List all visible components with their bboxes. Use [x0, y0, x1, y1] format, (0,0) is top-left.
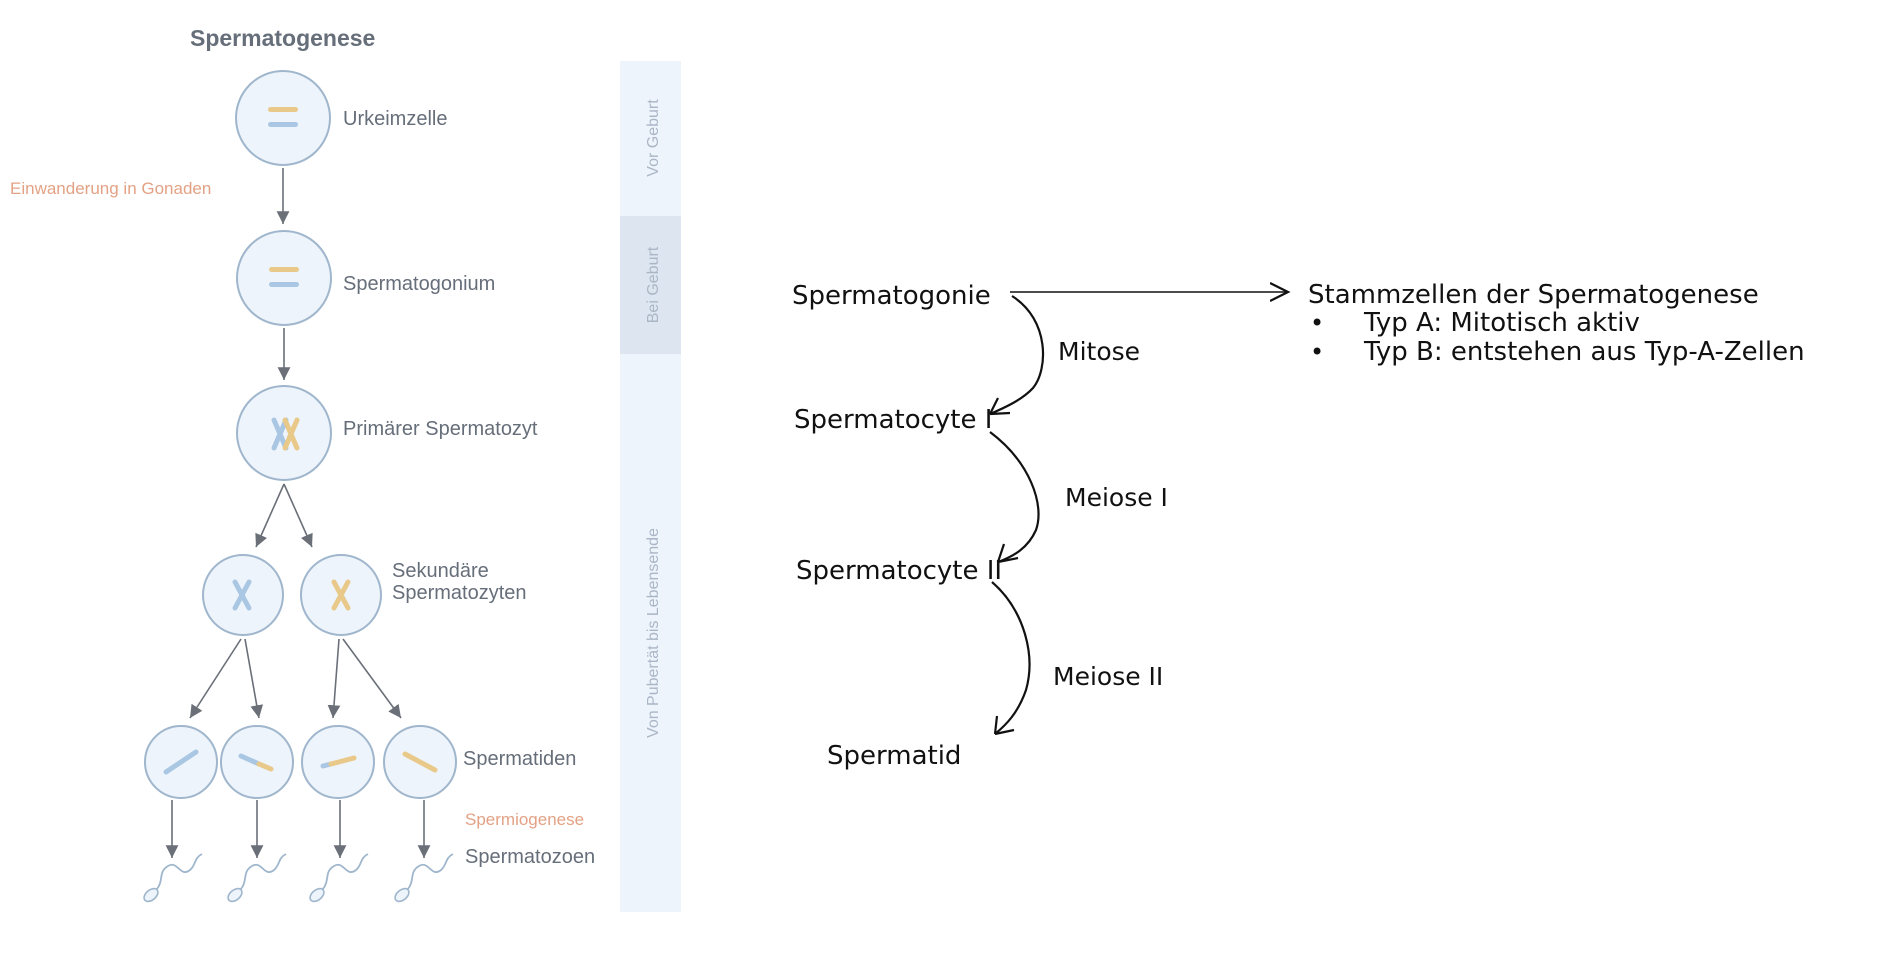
bullet-typ-b: Typ B: entstehen aus Typ-A-Zellen: [1363, 337, 1805, 367]
timeline-segment-bei-geburt: [620, 216, 681, 354]
arrow-sek1-to-spermatide-1: [189, 638, 242, 719]
bullet-glyph-b: •: [1310, 338, 1324, 366]
cell-urkeimzelle: [235, 70, 331, 166]
chromosome-yellow: [268, 107, 298, 112]
arrowhead-mitose: [989, 397, 1011, 416]
arrow-sek1-to-spermatide-2: [244, 638, 264, 719]
spermatozoon-4: [394, 853, 454, 903]
arrowhead-meiose-1: [996, 543, 1019, 564]
arrow-sek2-to-spermatide-3: [327, 638, 341, 719]
arrowhead-meiose-2: [993, 715, 1015, 736]
timeline-band: Vor Geburt Bei Geburt Von Pubertät bis L…: [620, 61, 681, 912]
note-mitose: Mitose: [1058, 337, 1140, 366]
timeline-segment-pubertaet: [620, 354, 681, 912]
note-spermatocyte-2: Spermatocyte II: [796, 556, 1002, 586]
label-urkeimzelle: Urkeimzelle: [343, 108, 447, 130]
bullet-glyph-a: •: [1310, 309, 1324, 337]
cell-spermatide-2: [220, 725, 294, 799]
timeline-label-vor-geburt: Vor Geburt: [645, 99, 662, 177]
note-meiose-1: Meiose I: [1065, 483, 1168, 512]
label-primaerer-spermatozyt: Primärer Spermatozyt: [343, 418, 538, 440]
timeline-label-pubertaet: Von Pubertät bis Lebensende: [645, 528, 662, 738]
chromosome-blue: [269, 282, 299, 287]
cell-spermatogonium: [236, 230, 332, 326]
curve-meiose-2: [991, 581, 1031, 735]
note-spermatocyte-1: Spermatocyte I: [794, 405, 992, 435]
spermatozoon-3: [309, 853, 369, 903]
spermatozoon-2: [227, 853, 287, 903]
cell-sekundaerer-spermatozyt-1: [202, 554, 284, 636]
cell-spermatide-1: [144, 725, 218, 799]
chromosome-yellow: [269, 267, 299, 272]
cell-spermatide-3: [301, 725, 375, 799]
curve-mitose: [989, 295, 1045, 416]
chromosome-blue: [268, 122, 298, 127]
label-sekundaere-line1: Sekundäre: [392, 560, 489, 582]
curve-meiose-1: [989, 431, 1040, 564]
note-stammzellen: Stammzellen der Spermatogenese: [1308, 280, 1759, 310]
bullet-typ-a: Typ A: Mitotisch aktiv: [1363, 308, 1640, 338]
note-spermatogonie: Spermatogonie: [792, 281, 991, 311]
note-spermatid: Spermatid: [827, 741, 961, 771]
diagram-title: Spermatogenese: [190, 25, 375, 51]
arrow-primaer-to-sekundaer-left: [255, 483, 285, 548]
cell-sekundaerer-spermatozyt-2: [300, 554, 382, 636]
label-spermatogonium: Spermatogonium: [343, 273, 495, 295]
timeline-label-bei-geburt: Bei Geburt: [645, 246, 662, 323]
label-einwanderung: Einwanderung in Gonaden: [10, 179, 211, 198]
label-spermatozoen: Spermatozoen: [465, 846, 595, 868]
label-sekundaere-line2: Spermatozyten: [392, 582, 527, 604]
cell-spermatide-4: [383, 725, 457, 799]
arrow-sek2-to-spermatide-4: [342, 638, 402, 719]
label-spermiogenese: Spermiogenese: [465, 810, 584, 829]
cell-primaerer-spermatozyt: [236, 385, 332, 481]
arrow-primaer-to-sekundaer-right: [283, 483, 313, 548]
note-meiose-2: Meiose II: [1053, 662, 1163, 691]
chromosome-blue: [271, 417, 289, 451]
label-spermatiden: Spermatiden: [463, 748, 576, 770]
timeline-segment-vor-geburt: [620, 61, 681, 216]
chromosome-yellow: [282, 417, 300, 451]
spermatozoon-1: [143, 853, 203, 903]
